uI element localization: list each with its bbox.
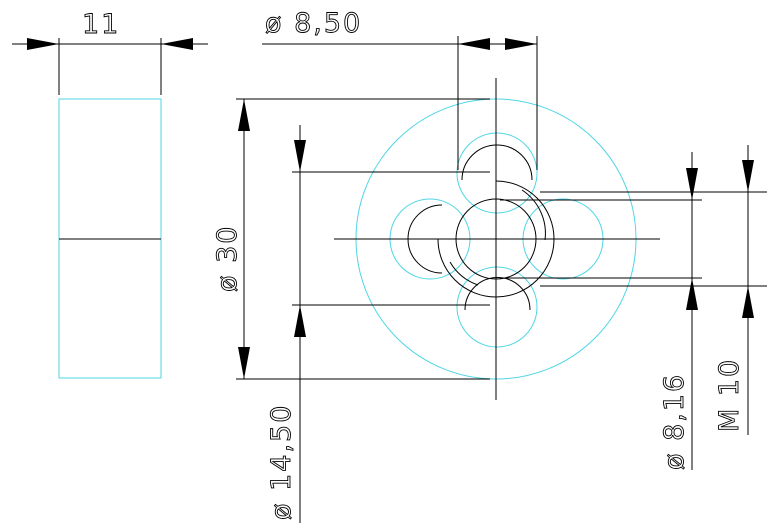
arrowhead — [294, 140, 306, 172]
lobe-bottom — [456, 266, 538, 348]
lobe-top — [456, 132, 538, 214]
thread-arc-3 — [449, 261, 479, 286]
side-view — [58, 98, 162, 379]
dimension-slot-diameter: ø 8,50 — [262, 8, 538, 170]
dimension-label-minor-diameter: ø 8,16 — [659, 373, 690, 470]
arrowhead — [238, 99, 250, 131]
arrowhead — [742, 160, 754, 192]
arrowhead — [161, 38, 193, 50]
dimension-outer-diameter: ø 30 — [212, 98, 490, 380]
dimension-label-thread: M 10 — [714, 358, 745, 432]
dimension-thread: M 10 — [540, 145, 767, 435]
arrowhead — [686, 278, 698, 310]
dimension-pitch-diameter: ø 14,50 — [266, 125, 490, 523]
arrowhead — [742, 286, 754, 318]
lobe-arc-top — [461, 144, 533, 181]
dimension-side-width: 11 — [12, 9, 208, 95]
thread-arc — [437, 180, 555, 298]
arrowhead — [238, 347, 250, 379]
arrowhead — [458, 38, 490, 50]
dimension-label-outer-diameter: ø 30 — [212, 225, 243, 292]
arrowhead — [686, 168, 698, 200]
lobe-arc-bottom — [464, 277, 531, 311]
dimension-label-pitch-diameter: ø 14,50 — [266, 404, 297, 520]
arrowhead — [294, 305, 306, 337]
thread-arc-2 — [521, 189, 546, 241]
dimension-minor-diameter: ø 8,16 — [500, 152, 702, 470]
arrowhead — [505, 38, 537, 50]
arrowhead — [27, 38, 59, 50]
dimension-label-side-width: 11 — [82, 9, 120, 40]
front-view — [334, 78, 660, 400]
dimension-label-slot-diameter: ø 8,50 — [265, 8, 362, 39]
